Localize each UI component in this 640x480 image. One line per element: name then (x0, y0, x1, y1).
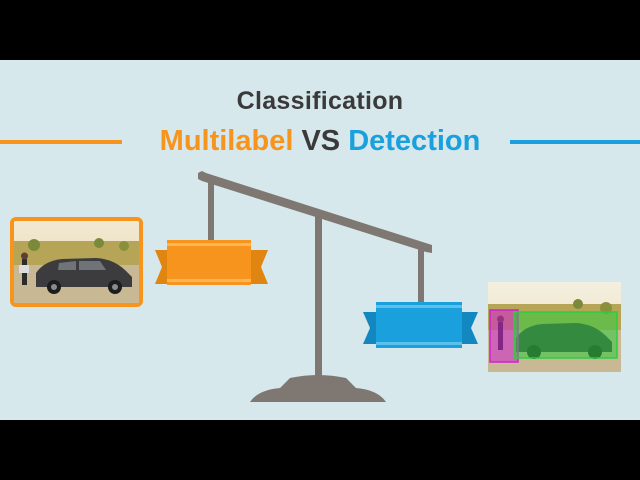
scale-base (250, 375, 386, 402)
top-letterbox (0, 0, 640, 60)
balance-scale-icon (155, 171, 478, 402)
scale-left-hanger (208, 178, 214, 242)
car-with-person-detection-photo (488, 282, 621, 372)
subtitle-detection: Detection (348, 125, 481, 157)
page-title: Classification (236, 87, 404, 115)
orange-divider-line (0, 140, 122, 144)
blue-divider-line (510, 140, 640, 144)
orange-ribbon-banner-icon (155, 240, 268, 285)
bottom-letterbox (0, 420, 640, 480)
page-subtitle: Multilabel VS Detection (0, 125, 640, 158)
subtitle-multilabel: Multilabel (159, 125, 294, 157)
car-with-person-photo (10, 217, 143, 307)
scale-beam (198, 171, 432, 253)
slide: Classification Multilabel VS Detection (0, 60, 640, 420)
car-detection-box (513, 311, 618, 359)
scale-post (315, 215, 322, 383)
subtitle-vs: VS (301, 125, 341, 157)
blue-ribbon-banner-icon (363, 302, 478, 348)
scale-right-hanger (418, 248, 424, 306)
